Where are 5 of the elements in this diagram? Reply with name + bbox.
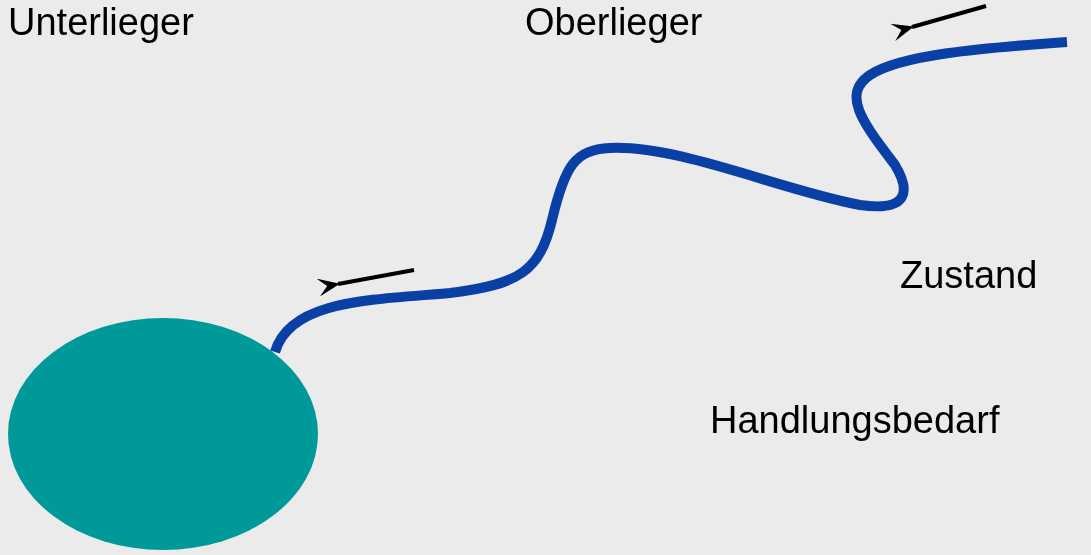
lake — [8, 318, 318, 550]
area-label: Oberlieger — [525, 2, 703, 44]
area-label: Zustand — [900, 255, 1038, 297]
area-label: Unterlieger — [8, 2, 194, 44]
area-label: Handlungsbedarf — [710, 400, 1000, 442]
